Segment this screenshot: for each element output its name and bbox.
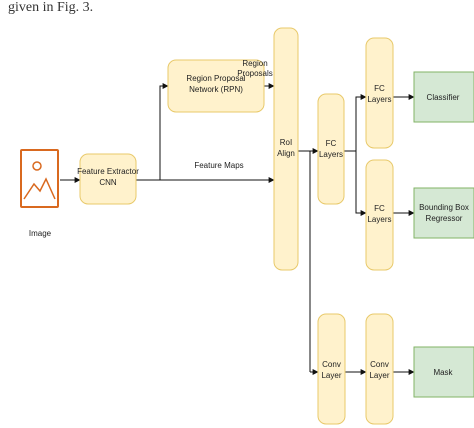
image-label: Image: [29, 229, 52, 238]
region-proposals-label-2: Proposals: [237, 69, 273, 78]
feature-maps-label: Feature Maps: [194, 161, 243, 170]
fc-layers-mid-line-2: Layers: [367, 215, 391, 224]
feature-extractor-line-1: Feature Extractor: [77, 167, 139, 176]
image-icon-frame: [20, 149, 59, 208]
roi-align-line-2: Align: [277, 149, 295, 158]
arrow-fc1-to-fc-top: [344, 94, 367, 152]
image-icon-mountains: [23, 177, 56, 200]
conv-layer-2-node: Conv Layer: [365, 313, 394, 425]
classifier-label: Classifier: [427, 93, 460, 102]
fc-layers-top-node: FC Layers: [365, 37, 394, 149]
region-proposals-label-1: Region: [242, 59, 267, 68]
roi-align-node: RoI Align: [273, 27, 299, 271]
conv-layer-2-line-2: Layer: [369, 371, 389, 380]
fc-layers-top-line-1: FC: [374, 84, 385, 93]
caption-text: given in Fig. 3.: [8, 0, 93, 15]
image-icon-sun: [32, 161, 42, 171]
connectors: [60, 83, 415, 375]
arrow-fc1-to-fc-mid: [355, 151, 367, 216]
feature-extractor-line-2: CNN: [99, 178, 117, 187]
conv-layer-1-line-1: Conv: [322, 360, 341, 369]
arrow-cnn-to-rpn: [136, 83, 169, 181]
rpn-line-2: Network (RPN): [189, 85, 243, 94]
fc-layers-top-line-2: Layers: [367, 95, 391, 104]
conv-layer-1-node: Conv Layer: [317, 313, 346, 425]
conv-layer-1-line-2: Layer: [321, 371, 341, 380]
feature-extractor-node: Feature Extractor CNN: [77, 153, 139, 205]
bbox-regressor-line-1: Bounding Box: [419, 203, 469, 212]
image-node: Image: [20, 149, 59, 238]
mask-label: Mask: [433, 368, 453, 377]
rpn-node: Region Proposal Network (RPN): [167, 59, 265, 113]
roi-align-line-1: RoI: [280, 138, 292, 147]
rpn-line-1: Region Proposal: [186, 74, 245, 83]
fc-layers-1-line-1: FC: [326, 139, 337, 148]
classifier-node: Classifier: [413, 71, 474, 123]
fc-layers-1-node: FC Layers: [317, 93, 345, 205]
fc-layers-mid-node: FC Layers: [365, 159, 394, 271]
bbox-regressor-line-2: Regressor: [426, 214, 463, 223]
conv-layer-2-line-1: Conv: [370, 360, 389, 369]
fc-layers-1-line-2: Layers: [319, 150, 343, 159]
bbox-regressor-node: Bounding Box Regressor: [413, 187, 474, 239]
mask-node: Mask: [413, 346, 474, 398]
fc-layers-mid-line-1: FC: [374, 204, 385, 213]
